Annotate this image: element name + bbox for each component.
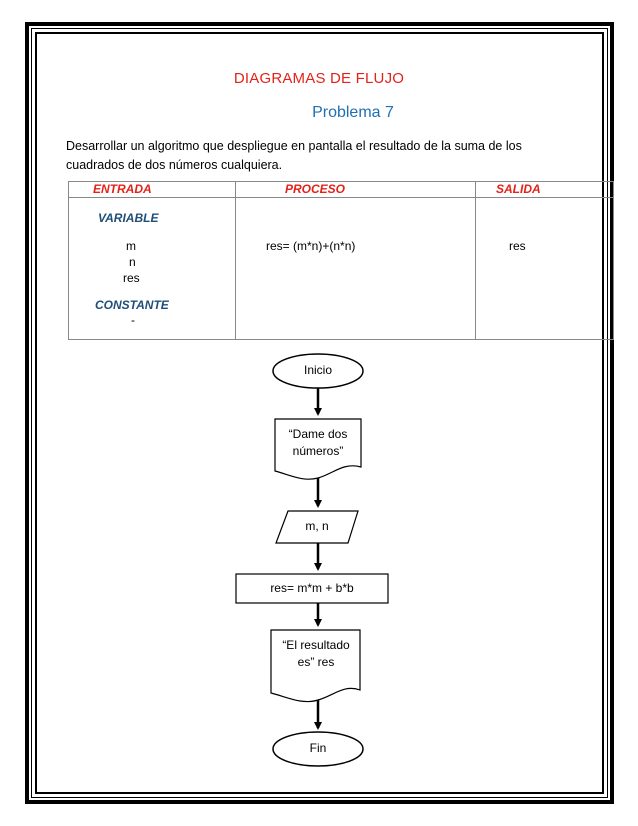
io-table-body-row: VARIABLE m n res CONSTANTE - res= (m*n)+… (68, 197, 614, 340)
constant-label: CONSTANTE (95, 298, 169, 312)
page-border-outer (25, 22, 614, 804)
output-res: res (509, 239, 526, 253)
variable-n: n (129, 255, 136, 269)
proceso-cell: res= (m*n)+(n*n) (235, 197, 476, 340)
salida-cell: res (475, 197, 614, 340)
page-border-middle (31, 28, 608, 798)
variable-res: res (123, 271, 140, 285)
input-label: m, n (305, 519, 329, 533)
io-table-header-row: ENTRADA PROCESO SALIDA (68, 181, 614, 198)
constant-value: - (131, 313, 135, 327)
header-salida: SALIDA (475, 181, 614, 198)
end-label: Fin (309, 741, 327, 755)
page-subtitle: Problema 7 (312, 104, 394, 121)
end-terminal (272, 731, 364, 767)
variable-m: m (126, 239, 136, 253)
process-formula: res= (m*n)+(n*n) (266, 239, 356, 253)
problem-description: Desarrollar un algoritmo que despliegue … (66, 139, 522, 172)
start-label: Inicio (303, 363, 332, 377)
variable-label: VARIABLE (98, 211, 159, 225)
display2-label: “El resultado es” res (282, 638, 350, 669)
display1-shape (274, 418, 362, 480)
process-label: res= m*m + b*b (270, 581, 354, 595)
input-shape (275, 510, 359, 544)
page-title: DIAGRAMAS DE FLUJO (233, 70, 405, 87)
display2-shape (270, 629, 361, 703)
page-border-inner (35, 32, 604, 794)
io-table: ENTRADA PROCESO SALIDA VARIABLE m n res … (68, 181, 614, 340)
display1-label: “Dame dos números” (288, 427, 348, 458)
entrada-cell: VARIABLE m n res CONSTANTE - (68, 197, 236, 340)
process-shape (235, 573, 389, 604)
